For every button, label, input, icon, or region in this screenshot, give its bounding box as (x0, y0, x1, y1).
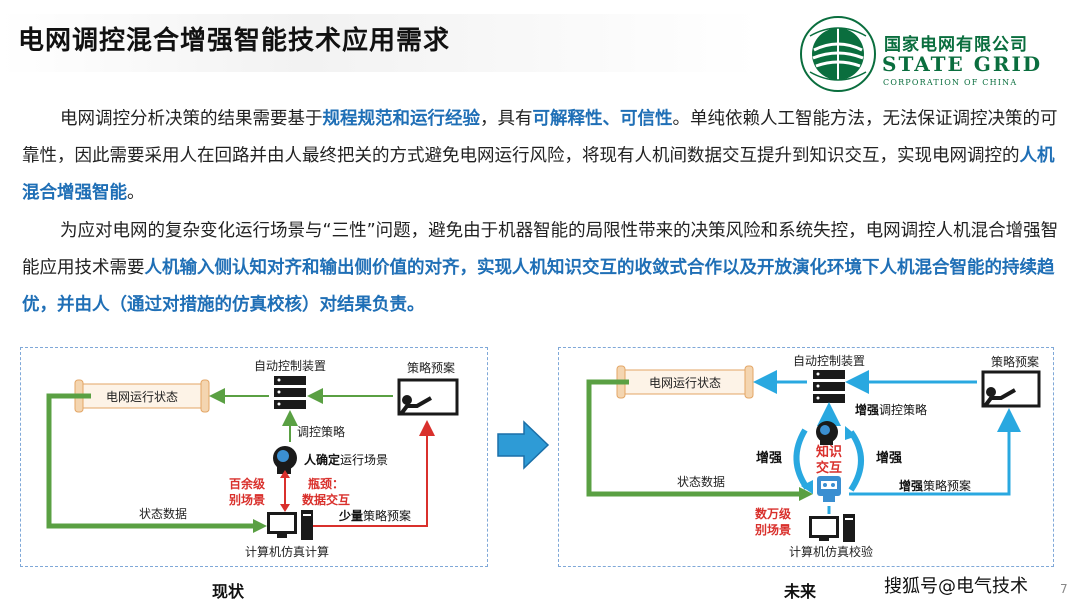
p2-highlight-1: 人机输入侧认知对齐和输出侧价值的对齐，实现人机知识交互的收敛式合作以及开放演化环… (22, 258, 1055, 315)
few-plan-arrow (311, 420, 435, 527)
p1-text-3: 。单纯依赖人工智能方法，无法保证调控决策的可靠性，因此需要采用人在回路并由人最终… (22, 109, 1058, 166)
scenes-count-line1: 百余级 (229, 476, 265, 491)
robot-icon (817, 476, 841, 502)
enhance-right-label: 增强 (876, 450, 902, 466)
computer-verify-label: 计算机仿真校验 (789, 544, 873, 559)
computer-icon (809, 514, 855, 542)
state-data-loop (586, 379, 803, 497)
scenes-count-line2: 别场景 (228, 493, 265, 507)
paragraph-2: 为应对电网的复杂变化运行场景与“三性”问题，避免由于机器智能的局限性带来的决策风… (22, 213, 1062, 324)
p1-highlight-1: 规程规范和运行经验 (322, 109, 481, 129)
globe-icon (800, 16, 876, 92)
future-state-diagram: 电网运行状态 自动控制装置 策略预案 增强调控策略 (558, 347, 1054, 567)
p1-text-4: 。 (127, 183, 145, 203)
watermark: 搜狐号@电气技术 (884, 576, 1028, 597)
p1-text-2: ，具有 (480, 109, 533, 129)
dispatch-strategy-label: 调控策略 (297, 424, 345, 439)
page-title: 电网调控混合增强智能技术应用需求 (18, 26, 451, 56)
strategy-plan-label: 策略预案 (407, 360, 455, 375)
bottleneck-line1: 瓶颈： (308, 476, 344, 491)
bottleneck-line2: 数据交互 (302, 492, 350, 507)
knowledge-line1: 知识 (816, 444, 842, 460)
current-state-diagram: 电网运行状态 自动控制装置 策略预案 调控策略 人确定运行场景 (20, 347, 488, 567)
state-grid-logo: 国家电网有限公司 STATE GRID CORPORATION OF CHINA (798, 14, 1068, 94)
human-determines-label: 人确定运行场景 (304, 452, 388, 467)
knowledge-cycle-right-arrow (848, 430, 864, 492)
grid-state-label: 电网运行状态 (649, 376, 721, 390)
logo-english-name: STATE GRID (882, 52, 1043, 76)
page-number: 7 (1060, 582, 1068, 596)
title-bar (0, 14, 760, 72)
human-head-icon (273, 446, 297, 474)
scenes-count-line2: 别场景 (754, 523, 791, 537)
knowledge-line2: 交互 (816, 460, 842, 476)
auto-control-label: 自动控制装置 (254, 359, 326, 373)
state-data-label: 状态数据 (677, 474, 725, 489)
strategy-plan-label: 策略预案 (991, 354, 1039, 369)
presentation-icon (397, 378, 459, 416)
grid-state-label: 电网运行状态 (106, 390, 178, 404)
knowledge-cycle-left-arrow (793, 428, 810, 490)
state-data-label: 状态数据 (139, 506, 187, 521)
computer-sim-label: 计算机仿真计算 (245, 544, 329, 559)
few-plan-label: 少量策略预案 (338, 508, 411, 523)
transition-arrow-icon (497, 420, 550, 470)
future-caption: 未来 (784, 582, 817, 601)
auto-control-label: 自动控制装置 (793, 354, 865, 368)
p2-text-1: 为应对电网的复杂变化运行场景与“三性”问题，避免由于机器智能的局限性带来的决策风… (22, 221, 1059, 278)
enhance-dispatch-label: 增强调控策略 (855, 402, 927, 417)
human-head-icon (816, 421, 838, 445)
p1-text-1: 电网调控分析决策的结果需要基于 (60, 109, 323, 129)
presentation-icon (981, 370, 1041, 408)
p1-highlight-2: 可解释性、可信性 (532, 109, 673, 129)
server-icon (274, 376, 306, 409)
enhance-plan-label: 增强策略预案 (899, 478, 971, 493)
enhance-left-label: 增强 (756, 450, 782, 466)
paragraph-1: 电网调控分析决策的结果需要基于规程规范和运行经验，具有可解释性、可信性。单纯依赖… (22, 101, 1062, 212)
current-caption: 现状 (212, 582, 245, 601)
computer-icon (267, 510, 313, 540)
logo-chinese-name: 国家电网有限公司 (884, 35, 1028, 55)
logo-english-subtitle: CORPORATION OF CHINA (883, 78, 1018, 87)
enhance-plan-arrow (849, 408, 1021, 496)
p1-highlight-3: 人机混合增强智能 (22, 146, 1055, 203)
scenes-count-line1: 数万级 (755, 506, 791, 521)
server-icon (813, 370, 845, 403)
state-data-loop (46, 393, 257, 529)
